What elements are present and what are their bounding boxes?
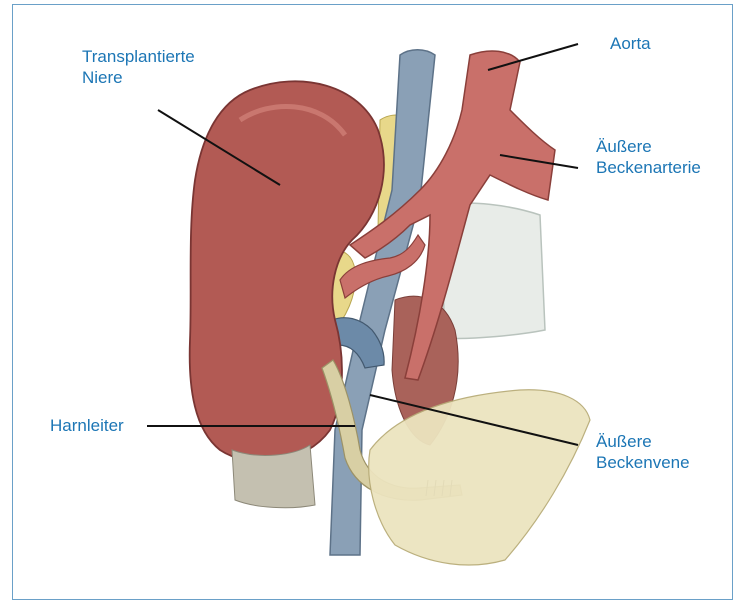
label-transplanted-kidney: Transplantierte Niere [82,46,195,88]
label-ureter: Harnleiter [50,415,124,436]
label-aorta: Aorta [610,33,651,54]
label-external-iliac-vein: Äußere Beckenvene [596,431,690,473]
bladder-tissue [369,390,590,565]
label-external-iliac-artery: Äußere Beckenarterie [596,136,701,178]
